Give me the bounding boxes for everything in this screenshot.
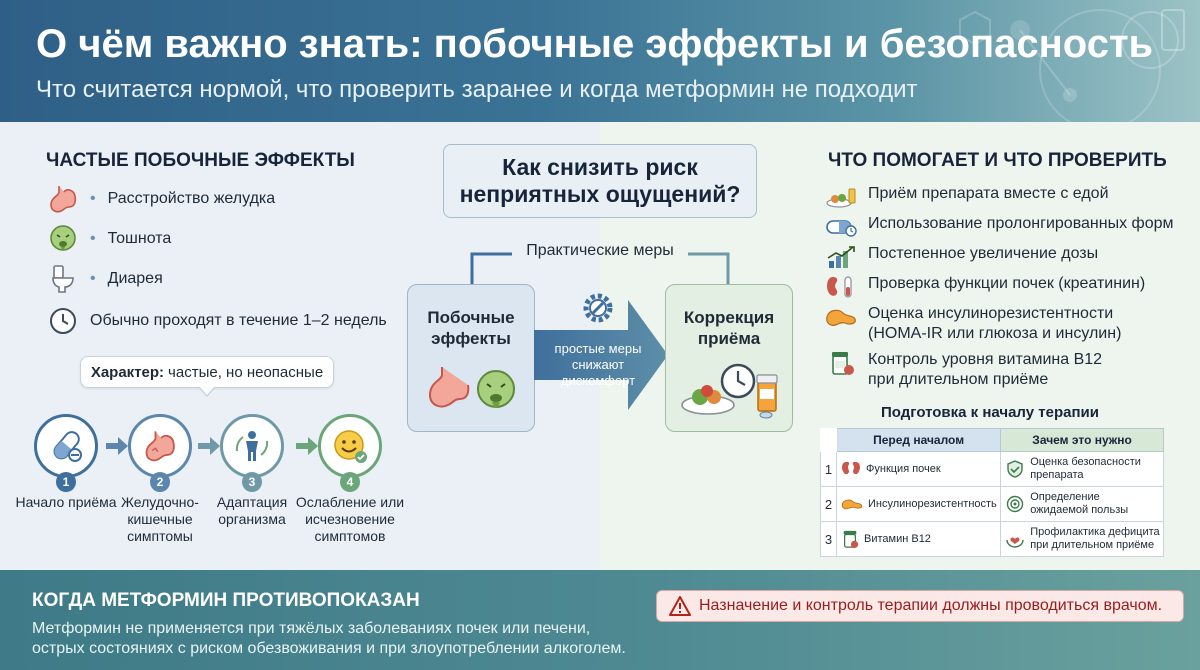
big-arrow-right-icon bbox=[534, 300, 668, 410]
help-item: Оценка инсулинорезистентности (HOMA-IR и… bbox=[824, 304, 1121, 344]
step-number: 2 bbox=[150, 472, 170, 492]
step-2-circle bbox=[128, 414, 192, 478]
help-item: Проверка функции почек (креатинин) bbox=[824, 274, 1145, 300]
stomach-icon bbox=[46, 182, 80, 216]
header-banner: О чём важно знать: побочные эффекты и бе… bbox=[0, 0, 1200, 122]
kidney-icon bbox=[842, 462, 860, 475]
person-adapt-icon bbox=[235, 431, 269, 461]
duration-note: Обычно проходят в течение 1–2 недель bbox=[46, 304, 387, 338]
col-header-why: Зачем это нужно bbox=[1000, 428, 1164, 452]
step-label: Адаптация организма bbox=[216, 494, 288, 527]
step-number: 1 bbox=[56, 472, 76, 492]
character-callout: Характер: частые, но неопасные bbox=[80, 356, 334, 388]
meal-clock-pills-icon bbox=[681, 363, 778, 419]
callout-tail-fill bbox=[199, 386, 215, 395]
page-title: О чём важно знать: побочные эффекты и бе… bbox=[36, 22, 1154, 66]
help-item: Использование пролонгированных форм bbox=[824, 214, 1174, 240]
help-item: Постепенное увеличение дозы bbox=[824, 244, 1098, 270]
correction-box: Коррекция приёма bbox=[665, 284, 793, 432]
clock-icon bbox=[46, 304, 80, 338]
side-effect-item: •Расстройство желудка bbox=[46, 182, 275, 216]
question-box: Как снизить риск неприятных ощущений? bbox=[443, 144, 757, 218]
side-effects-box: Побочные эффекты bbox=[407, 284, 535, 432]
toilet-icon bbox=[46, 262, 80, 296]
step-label: Ослабление или исчезновение симптомов bbox=[295, 494, 405, 544]
vitamin-bottle-icon bbox=[843, 530, 859, 548]
arrow-right-icon bbox=[106, 437, 128, 455]
practical-measures-label: Практические меры bbox=[526, 242, 674, 259]
kidney-icon bbox=[824, 274, 858, 300]
shield-check-icon bbox=[1007, 460, 1023, 478]
side-effect-item: •Диарея bbox=[46, 262, 163, 296]
warning-triangle-icon bbox=[669, 596, 691, 616]
pancreas-icon bbox=[824, 304, 858, 330]
growth-chart-icon bbox=[824, 244, 858, 270]
bracket-connector bbox=[470, 252, 730, 286]
step-number: 4 bbox=[340, 472, 360, 492]
step-1-circle bbox=[34, 414, 98, 478]
step-label: Начало приёма bbox=[15, 494, 117, 510]
page-subtitle: Что считается нормой, что проверить зара… bbox=[36, 76, 918, 103]
contraindications-heading: КОГДА МЕТФОРМИН ПРОТИВОПОКАЗАН bbox=[32, 590, 420, 611]
prep-table: Перед началом Зачем это нужно 1 Функция … bbox=[820, 428, 1164, 557]
arrow-right-icon bbox=[198, 437, 220, 455]
help-item: Приём препарата вместе с едой bbox=[824, 184, 1109, 210]
prep-title: Подготовка к началу терапии bbox=[881, 404, 1099, 421]
side-effect-item: •Тошнота bbox=[46, 222, 171, 256]
extended-pill-icon bbox=[824, 214, 858, 240]
molecule-decoration-icon bbox=[959, 9, 1185, 122]
hands-heart-icon bbox=[1006, 537, 1024, 548]
step-number: 3 bbox=[242, 472, 262, 492]
doctor-warning: Назначение и контроль терапии должны про… bbox=[656, 590, 1184, 622]
side-effects-heading: ЧАСТЫЕ ПОБОЧНЫЕ ЭФФЕКТЫ bbox=[46, 150, 355, 171]
step-4-circle bbox=[318, 414, 382, 478]
arrow-right-icon bbox=[296, 437, 318, 455]
target-icon bbox=[1006, 495, 1024, 513]
smiley-check-icon bbox=[334, 430, 367, 463]
step-3-circle bbox=[220, 414, 284, 478]
pancreas-icon bbox=[841, 499, 863, 510]
arrow-caption: простые меры снижают дискомфорт bbox=[554, 341, 642, 388]
stomach-icon bbox=[145, 431, 175, 462]
contraindications-text: Метформин не применяется при тяжёлых заб… bbox=[32, 620, 626, 657]
nausea-face-icon bbox=[46, 222, 80, 256]
stomach-nausea-icons bbox=[428, 367, 515, 408]
vitamin-bottle-icon bbox=[824, 350, 858, 376]
pill-capsule-icon bbox=[53, 431, 82, 462]
meal-icon bbox=[824, 184, 858, 210]
help-item: Контроль уровня витамина B12 при длитель… bbox=[824, 350, 1102, 390]
col-header-before: Перед началом bbox=[835, 428, 1002, 452]
gear-wrench-icon bbox=[583, 293, 613, 323]
help-heading: ЧТО ПОМОГАЕТ И ЧТО ПРОВЕРИТЬ bbox=[828, 150, 1167, 171]
step-label: Желудочно-кишечные симптомы bbox=[121, 494, 199, 544]
